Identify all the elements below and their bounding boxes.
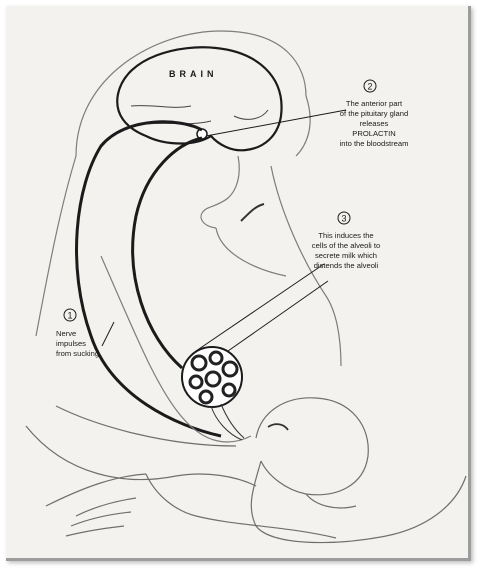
face-profile xyxy=(206,156,239,209)
alveolus xyxy=(190,376,202,388)
baby-ear xyxy=(306,494,356,508)
head-back xyxy=(296,96,310,156)
pointer-alveoli-2 xyxy=(228,281,328,351)
callout-line: secrete milk which xyxy=(315,251,377,260)
alveolus xyxy=(206,372,220,386)
callout-line: releases xyxy=(360,119,389,128)
alveolus xyxy=(192,356,206,370)
callout-2: 2 The anterior part of the pituitary gla… xyxy=(340,80,409,148)
lactation-reflex-diagram: BRAIN 2 The xyxy=(6,6,468,558)
chin xyxy=(201,209,216,228)
callout-line: Nerve xyxy=(56,329,76,338)
baby-eye xyxy=(268,424,288,430)
baby-body xyxy=(251,461,466,543)
callout-line: cells of the alveoli to xyxy=(312,241,380,250)
alveolus xyxy=(210,352,222,364)
hand-bottom xyxy=(146,474,336,538)
pointer-alveoli-1 xyxy=(196,264,324,351)
callout-number: 3 xyxy=(341,214,346,224)
callout-line: into the bloodstream xyxy=(340,139,409,148)
callout-3: 3 This induces the cells of the alveoli … xyxy=(312,212,380,270)
callout-line: This induces the xyxy=(318,231,373,240)
callout-line: The anterior part xyxy=(346,99,403,108)
callout-1: 1 Nerve impulses from sucking xyxy=(56,309,99,358)
baby-head xyxy=(256,398,368,495)
breast-outline xyxy=(101,256,251,442)
baby-figure-sketch xyxy=(251,398,466,543)
pointer-nerve xyxy=(102,322,114,346)
alveolus xyxy=(223,362,237,376)
prolactin-pathway xyxy=(133,138,202,368)
callout-number: 1 xyxy=(67,311,72,321)
mother-arm-sketch xyxy=(26,406,336,538)
callout-number: 2 xyxy=(367,82,372,92)
alveolus xyxy=(200,391,212,403)
callout-line: impulses xyxy=(56,339,86,348)
alveolus xyxy=(223,384,235,396)
brain-label: BRAIN xyxy=(169,69,218,79)
callout-line: distends the alveoli xyxy=(314,261,379,270)
callout-line: PROLACTIN xyxy=(352,129,395,138)
alveoli-cluster xyxy=(182,347,242,407)
jaw xyxy=(216,228,286,276)
brain xyxy=(117,47,281,150)
illustration-frame: BRAIN 2 The xyxy=(6,6,471,561)
fingers xyxy=(66,498,136,536)
eyebrow xyxy=(241,204,264,221)
callout-line: from sucking xyxy=(56,349,99,358)
upper-arm xyxy=(56,406,236,446)
callout-line: of the pituitary gland xyxy=(340,109,408,118)
